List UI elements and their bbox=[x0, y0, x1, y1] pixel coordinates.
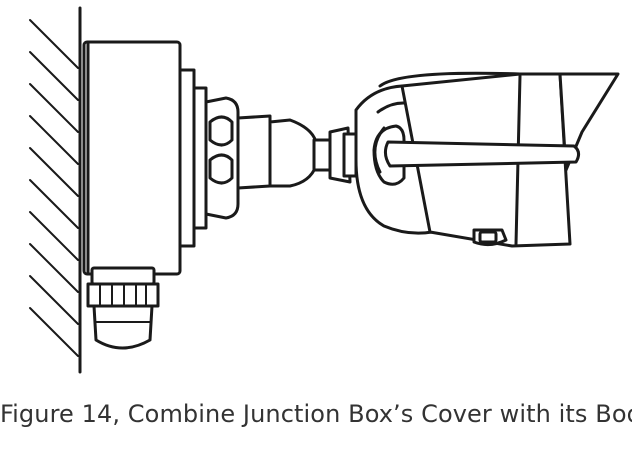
wall-hatching bbox=[29, 19, 79, 357]
junction-box bbox=[82, 40, 208, 276]
wall bbox=[29, 6, 82, 374]
bracket-arm bbox=[268, 118, 358, 188]
bullet-camera bbox=[354, 71, 620, 248]
figure-caption: Figure 14, Combine Junction Box’s Cover … bbox=[0, 400, 632, 428]
mount-base bbox=[204, 96, 272, 220]
cable-gland bbox=[86, 266, 160, 350]
